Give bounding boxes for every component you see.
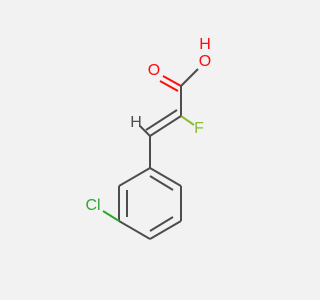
ring-inner-2 xyxy=(149,216,174,232)
bond-carboxyl-c-o-double-2 xyxy=(159,80,179,92)
hydroxyl-h-label: H xyxy=(199,36,211,53)
bond-alpha-beta-1 xyxy=(149,115,182,137)
hydroxyl-oxygen-label: O xyxy=(199,53,211,70)
bond-ring-cl xyxy=(102,210,120,222)
structure-canvas: O H O F H Cl xyxy=(85,36,212,240)
bond-alpha-c-f xyxy=(180,115,195,126)
ring-inner-1 xyxy=(149,175,174,191)
bond-alpha-beta-2 xyxy=(145,109,178,131)
fluorine-label: F xyxy=(194,120,204,137)
ring-bond-6 xyxy=(118,167,151,187)
carbonyl-oxygen-label: O xyxy=(148,62,160,79)
ring-bond-1 xyxy=(149,167,182,187)
ring-bond-3 xyxy=(149,220,182,240)
bond-carboxyl-c-o-double-1 xyxy=(162,75,182,87)
chlorine-label: Cl xyxy=(85,197,100,214)
bond-beta-c-h xyxy=(139,125,151,137)
ring-bond-4 xyxy=(118,220,151,240)
bond-carboxyl-c-oh xyxy=(180,68,199,87)
molecule-diagram: O H O F H Cl xyxy=(85,36,211,240)
vinyl-hydrogen-label: H xyxy=(130,114,142,131)
